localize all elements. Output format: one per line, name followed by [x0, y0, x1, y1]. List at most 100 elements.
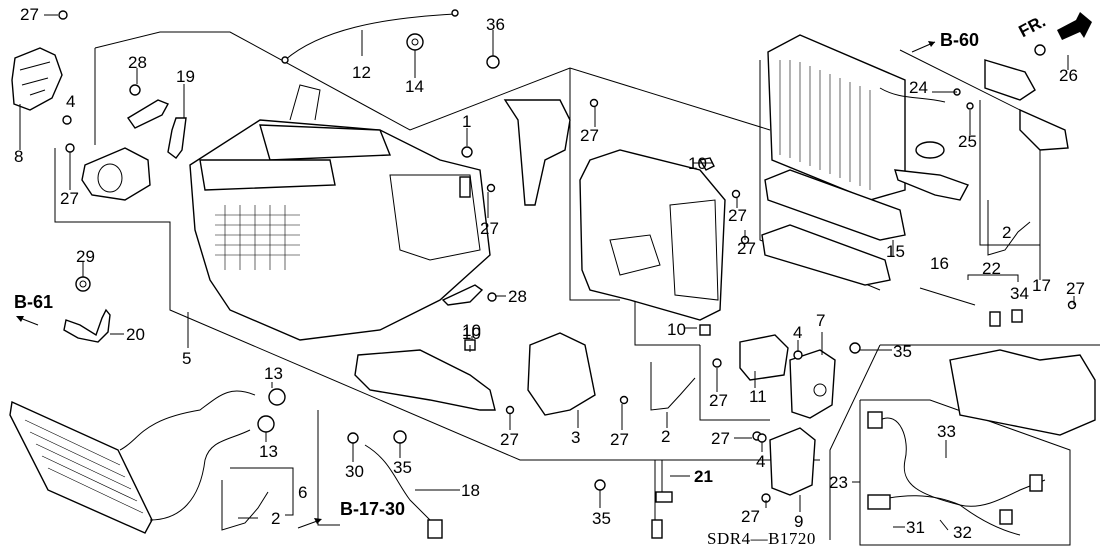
grommet-14: [406, 33, 424, 51]
callout-36[interactable]: 36: [486, 15, 505, 34]
nut-29: [75, 276, 91, 292]
callout-10[interactable]: 10: [688, 154, 707, 173]
callout-35[interactable]: 35: [393, 458, 412, 477]
callout-4[interactable]: 4: [66, 92, 76, 111]
callout-27[interactable]: 27: [500, 430, 519, 449]
actuator-7: [789, 349, 836, 419]
callout-4[interactable]: 4: [793, 323, 803, 342]
section-ref-b60[interactable]: B-60: [940, 30, 980, 50]
gasket-13b: [257, 415, 275, 433]
wire-harness-23: [867, 411, 1046, 536]
callout-23[interactable]: 23: [829, 473, 848, 492]
callout-28[interactable]: 28: [508, 287, 527, 306]
callout-1[interactable]: 1: [462, 112, 472, 131]
callout-11[interactable]: 11: [749, 387, 767, 406]
hose-seal: [894, 169, 969, 201]
callout-10[interactable]: 10: [667, 320, 686, 339]
callout-12[interactable]: 12: [352, 63, 371, 82]
callout-27[interactable]: 27: [60, 189, 79, 208]
filter-16: [761, 224, 891, 286]
callout-27[interactable]: 27: [709, 391, 728, 410]
motor-left: [81, 147, 151, 201]
callout-27[interactable]: 27: [728, 206, 747, 225]
cable-12: [281, 9, 459, 64]
actuator-8: [11, 47, 63, 111]
heater-unit-5: [189, 84, 491, 341]
callout-3[interactable]: 3: [571, 428, 581, 447]
callout-4[interactable]: 4: [756, 452, 766, 471]
callout-7[interactable]: 7: [816, 311, 826, 330]
callout-8[interactable]: 8: [14, 147, 24, 166]
callout-32[interactable]: 32: [953, 523, 972, 542]
actuator-9: [769, 427, 816, 496]
callout-10[interactable]: 10: [462, 321, 481, 340]
callout-31[interactable]: 31: [906, 518, 925, 537]
callout-24[interactable]: 24: [909, 78, 928, 97]
callout-27[interactable]: 27: [737, 239, 756, 258]
callout-34[interactable]: 34: [1010, 284, 1029, 303]
sensor-19: [167, 117, 187, 159]
callout-15[interactable]: 15: [886, 242, 905, 261]
callout-21[interactable]: 21: [694, 467, 713, 486]
link-28: [441, 284, 484, 306]
callout-26[interactable]: 26: [1059, 66, 1078, 85]
section-ref-b17-30[interactable]: B-17-30: [340, 499, 406, 519]
callout-20[interactable]: 20: [126, 325, 145, 344]
callout-5[interactable]: 5: [182, 349, 192, 368]
callout-2[interactable]: 2: [1002, 223, 1012, 242]
callout-9[interactable]: 9: [794, 512, 804, 531]
gasket-13a: [268, 388, 286, 406]
callout-10[interactable]: 10: [462, 324, 481, 343]
bracket-28: [126, 84, 169, 129]
callout-35[interactable]: 35: [893, 342, 912, 361]
callout-14[interactable]: 14: [405, 77, 424, 96]
callout-27[interactable]: 27: [480, 219, 499, 238]
duct-cover: [503, 99, 571, 206]
grouping-frames: [54, 31, 1100, 546]
callout-28[interactable]: 28: [128, 53, 147, 72]
resistor-11: [739, 334, 789, 381]
ref-arrows: [16, 41, 936, 529]
evaporator-case: [579, 149, 726, 321]
callout-6[interactable]: 6: [298, 483, 308, 502]
foot-duct: [354, 349, 496, 411]
callout-27[interactable]: 27: [610, 430, 629, 449]
clamp-30: [347, 432, 359, 444]
callout-2[interactable]: 2: [661, 427, 671, 446]
thermistor-22: [919, 287, 1023, 327]
grommet-36: [486, 55, 500, 69]
front-arrow-icon: [1057, 12, 1092, 40]
callout-27[interactable]: 27: [741, 507, 760, 526]
callout-13[interactable]: 13: [264, 364, 283, 383]
callout-22[interactable]: 22: [982, 259, 1001, 278]
duct-3: [527, 332, 596, 416]
callout-2[interactable]: 2: [271, 509, 281, 528]
callout-27[interactable]: 27: [1066, 279, 1085, 298]
grommet-1: [461, 146, 473, 158]
drain-hose-18: [364, 444, 443, 539]
heater-core: [9, 390, 256, 534]
section-ref-b61[interactable]: B-61: [14, 292, 54, 312]
filter-15: [764, 169, 906, 241]
callout-33[interactable]: 33: [937, 422, 956, 441]
callout-30[interactable]: 30: [345, 462, 364, 481]
callout-29[interactable]: 29: [76, 247, 95, 266]
callout-27[interactable]: 27: [711, 429, 730, 448]
callout-19[interactable]: 19: [176, 67, 195, 86]
callout-25[interactable]: 25: [958, 132, 977, 151]
callout-13[interactable]: 13: [259, 442, 278, 461]
clip: [459, 176, 471, 198]
expansion-valve: [984, 59, 1036, 101]
callout-27[interactable]: 27: [20, 5, 39, 24]
callout-18[interactable]: 18: [461, 481, 480, 500]
blower-unit-outline: [949, 349, 1096, 436]
callout-17[interactable]: 17: [1032, 276, 1051, 295]
callout-16[interactable]: 16: [930, 254, 949, 273]
callout-27[interactable]: 27: [580, 126, 599, 145]
insulator: [1019, 108, 1069, 151]
pipe-clamp-2-left: [221, 480, 269, 531]
leader-lines: [19, 14, 1075, 531]
callout-35[interactable]: 35: [592, 509, 611, 528]
